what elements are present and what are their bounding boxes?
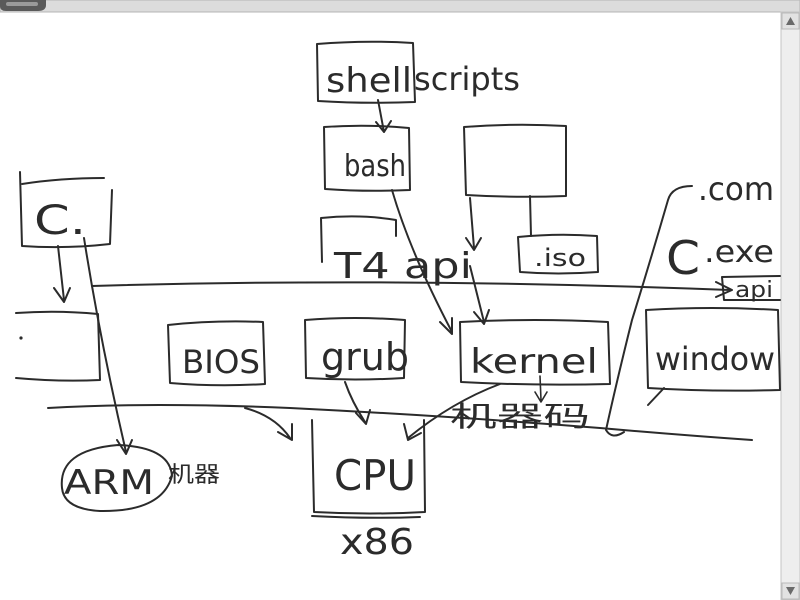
arrow-bios-to-cpu (244, 407, 293, 441)
line-empty-box-to-iso (529, 195, 532, 237)
shell-label: shell (326, 61, 412, 101)
iso-box (517, 233, 599, 275)
triangle-up-icon (786, 17, 795, 25)
machine-code-label: 机器码 (450, 400, 590, 433)
window-box (645, 307, 781, 392)
cpu-label: CPU (334, 451, 416, 500)
window-top-bar (0, 0, 800, 13)
arrow-c-to-arm (83, 237, 133, 455)
c-left-label: C. (34, 198, 86, 244)
grub-box (304, 317, 406, 381)
empty-box-left (15, 310, 101, 382)
x86-label: x86 (340, 522, 414, 563)
api-box-right (721, 275, 781, 301)
grub-label: grub (321, 335, 409, 379)
window-box-tail (647, 387, 665, 406)
c-box-left-top (21, 177, 105, 185)
api-left-label: T4 api (333, 246, 472, 287)
arrow-app-to-api (91, 281, 733, 298)
com-label: .com (698, 170, 774, 208)
arrow-kernel-to-cpu (403, 383, 501, 441)
iso-label: .iso (534, 244, 586, 272)
arm-ellipse (60, 444, 173, 513)
c-box-left (19, 171, 113, 249)
bracket-executables-to-machine-code (605, 185, 693, 437)
machine-arm-label: 机器 (168, 463, 220, 488)
bios-box (167, 320, 266, 387)
arrow-kernel-down (534, 375, 548, 403)
bash-box (323, 124, 411, 192)
arrow-grub-to-cpu (344, 381, 371, 425)
empty-box-top (463, 123, 567, 198)
shell-box (316, 40, 416, 104)
window-tab-grip (6, 2, 38, 6)
arrow-c-down (53, 245, 71, 303)
exe-label: .exe (704, 235, 774, 270)
scripts-label: scripts (414, 60, 520, 98)
arrow-api-to-kernel (469, 265, 490, 325)
api-right-label: api (735, 278, 773, 303)
vertical-scrollbar[interactable] (780, 11, 800, 600)
bios-label: BIOS (182, 343, 260, 381)
bash-label: bash (344, 149, 406, 184)
cpu-underline (311, 515, 421, 519)
hardware-boundary-line (47, 404, 753, 441)
ink-dot (19, 336, 23, 340)
c-right-label: C (666, 231, 700, 285)
scrollbar-track[interactable] (780, 11, 800, 600)
api-box-left (320, 215, 397, 263)
cpu-box (311, 419, 426, 515)
arrow-bash-to-kernel (391, 189, 453, 335)
triangle-down-icon (786, 587, 795, 595)
kernel-label: kernel (470, 342, 598, 382)
window-label: window (655, 340, 775, 378)
arrow-empty-box-to-api (465, 197, 482, 251)
arm-label: ARM (64, 463, 154, 503)
